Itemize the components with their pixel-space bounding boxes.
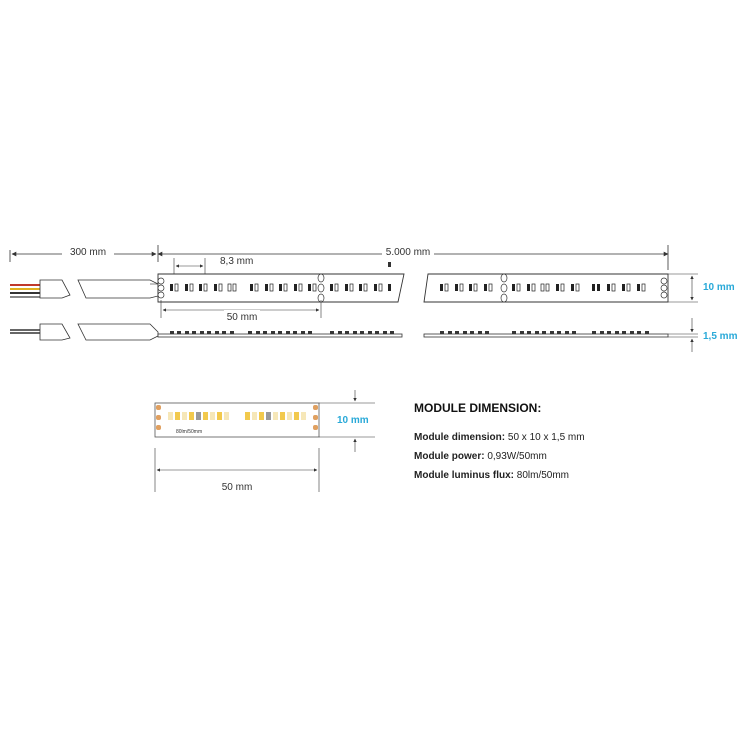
spec-value: 80lm/50mm: [514, 470, 570, 481]
spec-key: Module luminus flux:: [414, 470, 514, 481]
module-illustration: 80lm/50mm: [154, 402, 320, 438]
cable-bundle-top: [10, 279, 159, 299]
module-length-label: 50 mm: [227, 312, 258, 323]
module-width-label: 10 mm: [337, 415, 369, 426]
strip-width-dimension: 10 mm: [668, 273, 735, 303]
module-length-dimension: 50 mm: [160, 300, 322, 323]
module-bottom-length-label: 50 mm: [222, 482, 253, 493]
strip-top-view-left: [157, 262, 405, 303]
module-width-dimension: 10 mm: [319, 390, 375, 452]
module-dimension-title: MODULE DIMENSION:: [414, 401, 542, 415]
strip-length-dimension: 5.000 mm: [157, 245, 669, 270]
strip-top-view-right: [423, 273, 669, 303]
spec-row-flux: Module luminus flux: 80lm/50mm: [414, 470, 569, 481]
strip-thickness-dimension: 1,5 mm: [668, 318, 738, 352]
cable-length-dimension: 300 mm: [9, 245, 159, 262]
spec-value: 0,93W/50mm: [484, 451, 547, 462]
spec-row-power: Module power: 0,93W/50mm: [414, 451, 547, 462]
spec-key: Module power:: [414, 451, 485, 462]
pitch-label: 8,3 mm: [220, 256, 253, 267]
strip-length-label: 5.000 mm: [386, 247, 430, 258]
strip-side-view: [157, 331, 669, 338]
module-print-label: 80lm/50mm: [176, 429, 202, 435]
spec-row-dimension: Module dimension: 50 x 10 x 1,5 mm: [414, 432, 585, 443]
spec-value: 50 x 10 x 1,5 mm: [505, 432, 585, 443]
spec-key: Module dimension:: [414, 432, 506, 443]
strip-thickness-label: 1,5 mm: [703, 331, 738, 342]
cable-length-label: 300 mm: [70, 247, 106, 258]
module-bottom-length-dimension: 50 mm: [154, 448, 320, 493]
strip-width-label: 10 mm: [703, 282, 735, 293]
cable-bundle-side: [10, 323, 159, 341]
